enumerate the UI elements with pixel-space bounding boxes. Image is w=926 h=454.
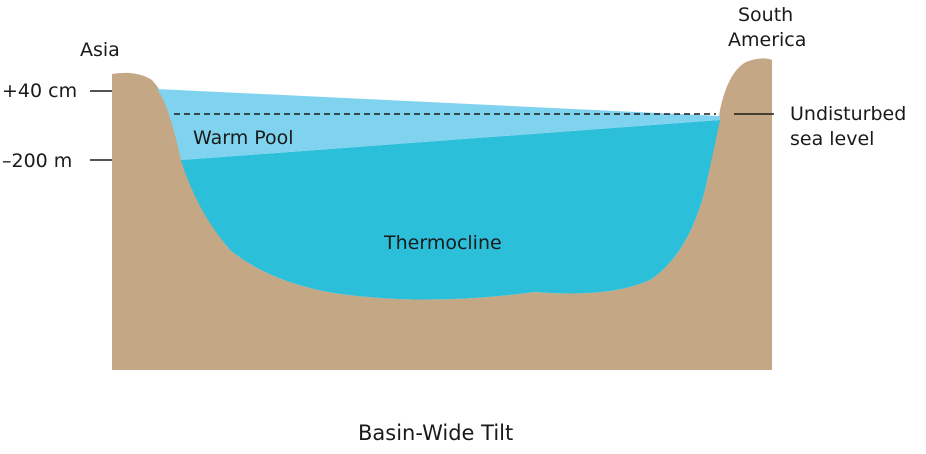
sea-level-label-line2: sea level (790, 128, 874, 150)
land-basin (112, 58, 772, 371)
warm-pool-label: Warm Pool (193, 127, 294, 149)
depth-marker-label: –200 m (2, 150, 72, 172)
thermocline-water (181, 120, 720, 300)
south-america-label-line1: South (738, 4, 793, 26)
thermocline-label: Thermocline (383, 232, 502, 254)
diagram-caption: Basin-Wide Tilt (358, 421, 513, 445)
south-america-label-line2: America (728, 29, 806, 51)
asia-label: Asia (80, 39, 120, 61)
sea-level-label-line1: Undisturbed (790, 103, 906, 125)
height-marker-label: +40 cm (2, 80, 77, 102)
warm-pool-water (157, 89, 720, 160)
